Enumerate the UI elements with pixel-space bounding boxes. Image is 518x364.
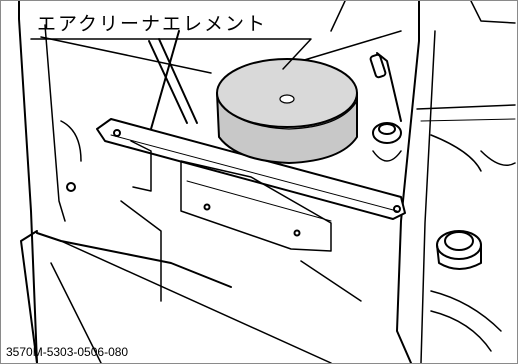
callout-leader-line [30,38,312,70]
front-housing-lower-line [60,240,332,363]
cross-bracket [96,118,406,220]
figure-code: 3570M-5303-0506-080 [6,345,129,359]
front-housing-left [20,230,38,363]
air-cleaner-element-label: エアクリーナエレメント [37,13,268,35]
right-panel-edge [396,1,420,363]
air-cleaner-element [216,58,358,164]
left-frame-edge [18,1,38,363]
